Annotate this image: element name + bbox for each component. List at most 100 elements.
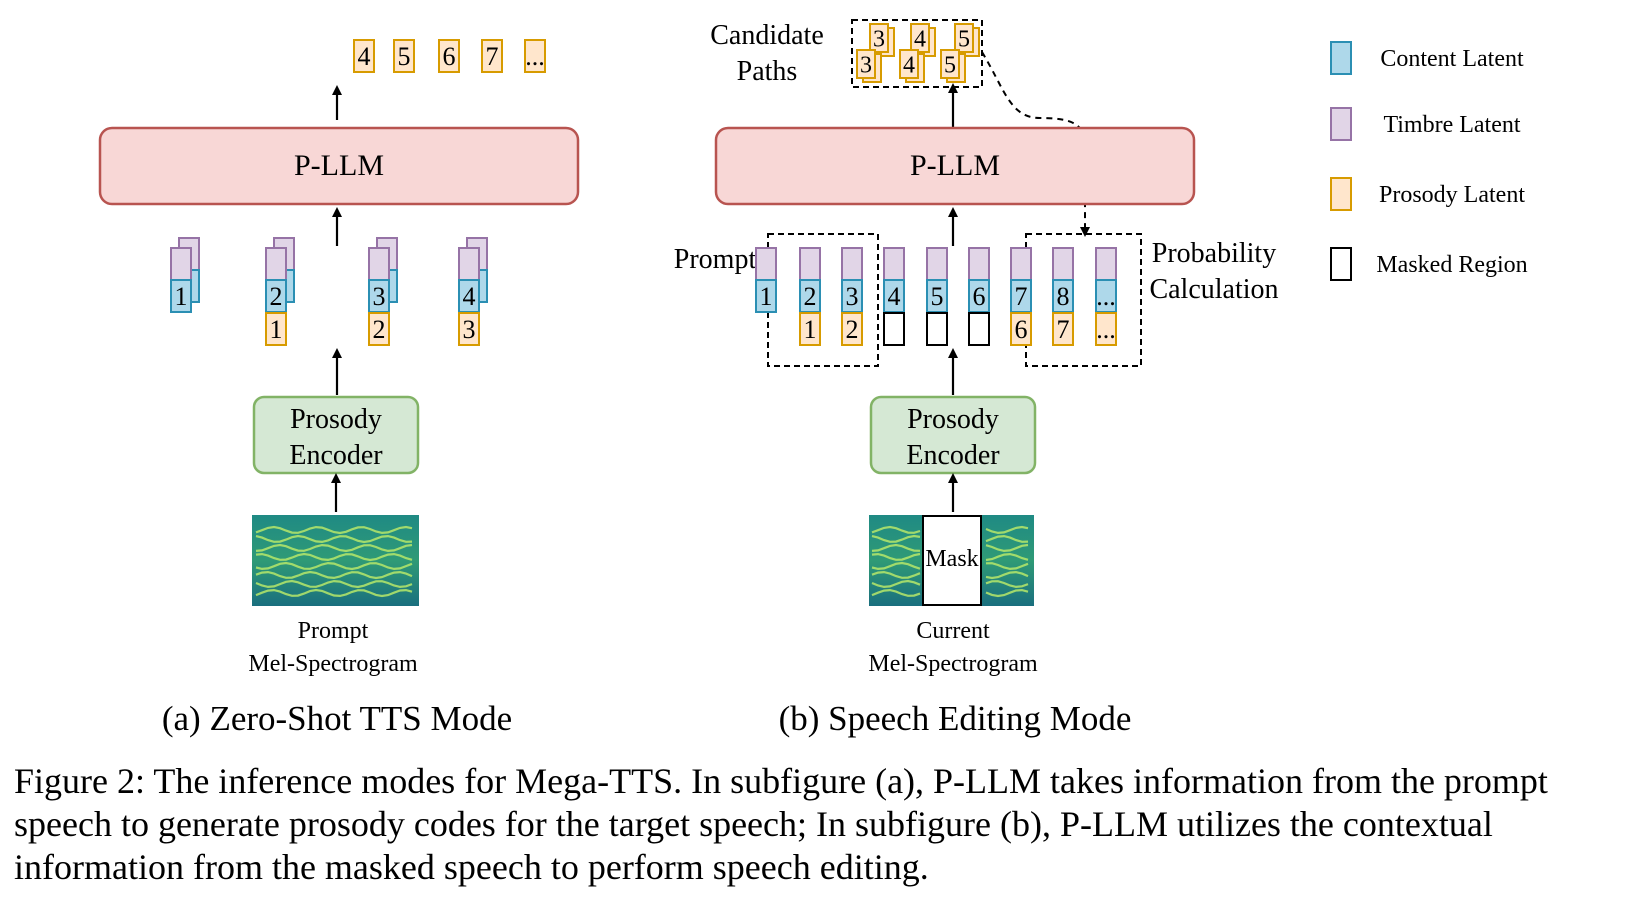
- timbre-latent: [883, 247, 905, 281]
- timbre-latent: [1052, 247, 1074, 281]
- content-latent-6: 6: [968, 279, 990, 313]
- left-latent-column-4: 43: [458, 237, 488, 346]
- svg-text:1: 1: [270, 315, 283, 344]
- svg-text:7: 7: [486, 42, 499, 71]
- left-mel-spectrogram: [252, 515, 419, 606]
- svg-text:5: 5: [398, 42, 411, 71]
- timbre-latent: [170, 247, 192, 281]
- svg-text:1: 1: [175, 282, 188, 311]
- timbre-latent: [1095, 247, 1117, 281]
- content-latent-1: 1: [170, 279, 192, 313]
- left-llm-box: [98, 126, 580, 206]
- svg-text:4: 4: [888, 282, 901, 311]
- content-latent-2: 2: [799, 279, 821, 313]
- right-mel-spectrogram: [869, 515, 1034, 606]
- svg-text:6: 6: [443, 42, 456, 71]
- legend-item-3: Prosody Latent: [1330, 177, 1525, 211]
- svg-text:2: 2: [270, 282, 283, 311]
- svg-text:5: 5: [931, 282, 944, 311]
- left-output-token-4: 7: [481, 39, 503, 73]
- svg-text:1: 1: [804, 315, 817, 344]
- candidate-token-4: 4: [899, 49, 919, 79]
- figure-caption: Figure 2: The inference modes for Mega-T…: [14, 761, 1548, 887]
- svg-text:7: 7: [1057, 315, 1070, 344]
- svg-text:3: 3: [846, 282, 859, 311]
- svg-text:2: 2: [373, 315, 386, 344]
- legend-label: Masked Region: [1376, 252, 1527, 278]
- timbre-latent: [841, 247, 863, 281]
- timbre-latent: [458, 247, 480, 281]
- right-llm-label: P-LLM: [910, 149, 1000, 182]
- prosody-latent-4: 7: [1052, 312, 1074, 346]
- masked-region-token: [883, 312, 905, 346]
- prosody-latent-1: 1: [265, 312, 287, 346]
- legend-item-1: Content Latent: [1330, 41, 1524, 75]
- content-latent-7: 7: [1010, 279, 1032, 313]
- legend-swatch: [1330, 247, 1352, 281]
- left-latent-column-2: 21: [265, 237, 295, 346]
- svg-text:4: 4: [463, 282, 476, 311]
- right-latent-column-5: 5: [926, 247, 948, 346]
- prompt-label-bg: [671, 240, 759, 274]
- timbre-latent: [799, 247, 821, 281]
- right-encoder-line1: Prosody: [907, 404, 999, 435]
- prob-label-line2: Calculation: [1149, 274, 1278, 305]
- content-latent-5: 5: [926, 279, 948, 313]
- timbre-latent: [1010, 247, 1032, 281]
- timbre-latent: [368, 247, 390, 281]
- prosody-latent-2: 2: [841, 312, 863, 346]
- svg-text:5: 5: [944, 52, 956, 78]
- left-output-token-3: 6: [438, 39, 460, 73]
- svg-text:...: ...: [1096, 315, 1116, 344]
- prosody-latent-5: ...: [1095, 312, 1117, 346]
- legend-label: Prosody Latent: [1379, 182, 1525, 208]
- content-latent-3: 3: [841, 279, 863, 313]
- svg-text:8: 8: [1057, 282, 1070, 311]
- left-encoder-line1: Prosody: [290, 404, 382, 435]
- prompt-label: Prompt: [674, 244, 757, 275]
- left-llm-label: P-LLM: [294, 149, 384, 182]
- timbre-latent: [968, 247, 990, 281]
- candidate-token-6: 5: [940, 49, 960, 79]
- right-spec-label-line2: Mel-Spectrogram: [868, 651, 1038, 677]
- content-latent-8: 8: [1052, 279, 1074, 313]
- legend-swatch: [1330, 107, 1352, 141]
- svg-text:4: 4: [358, 42, 371, 71]
- left-latent-column-1: 1: [170, 237, 200, 313]
- right-latent-column-6: 6: [968, 247, 990, 346]
- left-output-token-5: ...: [524, 39, 546, 73]
- mask-label: Mask: [925, 546, 978, 572]
- svg-text:...: ...: [1096, 282, 1116, 311]
- svg-text:4: 4: [903, 52, 915, 78]
- masked-region-token: [968, 312, 990, 346]
- timbre-latent: [265, 247, 287, 281]
- legend-swatch: [1330, 177, 1352, 211]
- legend-label: Timbre Latent: [1383, 112, 1520, 138]
- candidate-token-3: 4: [910, 23, 930, 53]
- prosody-latent-1: 1: [799, 312, 821, 346]
- legend-item-4: Masked Region: [1330, 247, 1528, 281]
- content-latent-2: 2: [265, 279, 287, 313]
- right-latent-column-1: 1: [755, 247, 777, 313]
- content-latent-3: 3: [368, 279, 390, 313]
- legend-swatch: [1330, 41, 1352, 75]
- svg-text:6: 6: [1015, 315, 1028, 344]
- right-latent-column-2: 21: [799, 247, 821, 346]
- svg-text:...: ...: [525, 42, 545, 71]
- legend-item-2: Timbre Latent: [1330, 107, 1521, 141]
- mask-region: [922, 515, 982, 606]
- content-latent-4: 4: [883, 279, 905, 313]
- left-subtitle: (a) Zero-Shot TTS Mode: [162, 699, 512, 738]
- right-latent-column-9: ......: [1095, 247, 1117, 346]
- svg-text:7: 7: [1015, 282, 1028, 311]
- left-output-token-2: 5: [393, 39, 415, 73]
- right-encoder-line2: Encoder: [906, 440, 1000, 471]
- timbre-latent: [755, 247, 777, 281]
- content-latent-1: 1: [755, 279, 777, 313]
- probability-region-box: [1025, 233, 1142, 367]
